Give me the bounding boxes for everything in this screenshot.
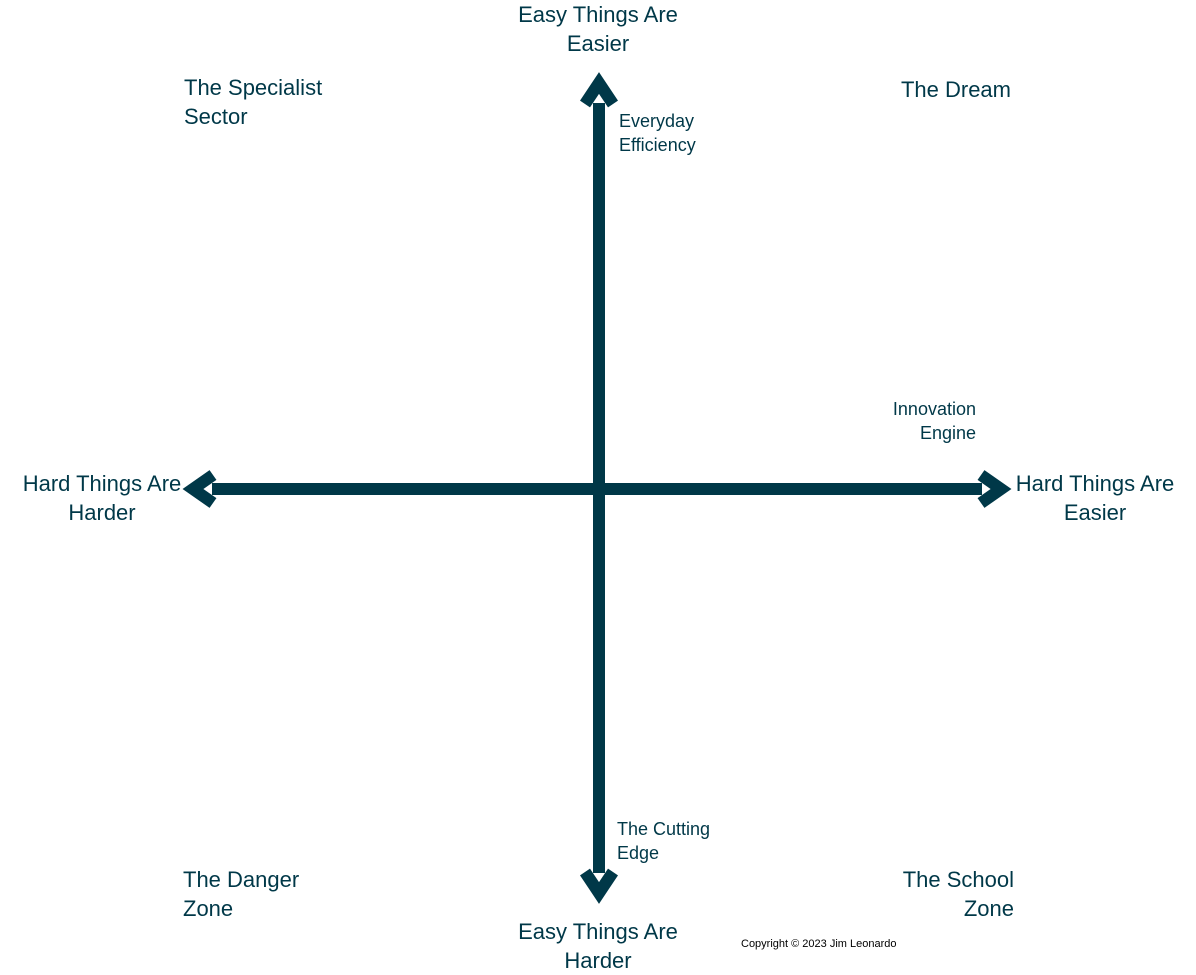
axis-label-top: Easy Things Are Easier <box>498 0 698 58</box>
quadrant-label-bottom-right: The School Zone <box>854 865 1014 923</box>
quadrant-label-top-left-line-1: The Specialist <box>184 75 323 100</box>
quadrant-label-bottom-left-line-1: The Danger <box>183 867 300 892</box>
arrow-up-icon <box>580 72 618 108</box>
axis-label-bottom-line-1: Easy Things Are <box>518 919 678 944</box>
quadrant-label-bottom-right-line-1: The School <box>902 867 1014 892</box>
annotation-bottom-line-2: Edge <box>617 843 660 863</box>
axis-label-bottom: Easy Things Are Harder <box>498 917 698 975</box>
quadrant-label-bottom-left: The Danger Zone <box>183 865 299 923</box>
quadrant-label-top-right: The Dream <box>851 75 1011 104</box>
annotation-right-line-1: Innovation <box>892 399 976 419</box>
axis-label-left-line-1: Hard Things Are <box>22 471 182 496</box>
copyright-notice: Copyright © 2023 Jim Leonardo <box>741 938 897 950</box>
annotation-right: Innovation Engine <box>836 397 976 445</box>
arrow-down-icon <box>580 868 618 904</box>
annotation-top-line-1: Everyday <box>619 111 695 131</box>
annotation-top: Everyday Efficiency <box>619 109 696 157</box>
quadrant-label-bottom-right-line-2: Zone <box>963 896 1014 921</box>
axis-label-left-line-2: Harder <box>68 500 136 525</box>
axis-label-right-line-1: Hard Things Are <box>1015 471 1175 496</box>
horizontal-axis-line <box>212 483 982 495</box>
annotation-top-line-2: Efficiency <box>619 135 696 155</box>
annotation-right-line-2: Engine <box>919 423 976 443</box>
quadrant-label-bottom-left-line-2: Zone <box>183 896 234 921</box>
annotation-bottom-line-1: The Cutting <box>617 819 711 839</box>
annotation-bottom: The Cutting Edge <box>617 817 710 865</box>
axis-label-right-line-2: Easier <box>1063 500 1127 525</box>
arrow-right-icon <box>977 470 1012 508</box>
axis-label-top-line-1: Easy Things Are <box>518 2 678 27</box>
axis-label-top-line-2: Easier <box>566 31 630 56</box>
quadrant-label-top-right-line-1: The Dream <box>900 77 1011 102</box>
axis-label-bottom-line-2: Harder <box>564 948 632 973</box>
axis-label-left: Hard Things Are Harder <box>2 469 202 527</box>
quadrant-label-top-left: The Specialist Sector <box>184 73 322 131</box>
axis-label-right: Hard Things Are Easier <box>995 469 1195 527</box>
quadrant-label-top-left-line-2: Sector <box>184 104 248 129</box>
arrow-left-icon <box>182 470 217 508</box>
